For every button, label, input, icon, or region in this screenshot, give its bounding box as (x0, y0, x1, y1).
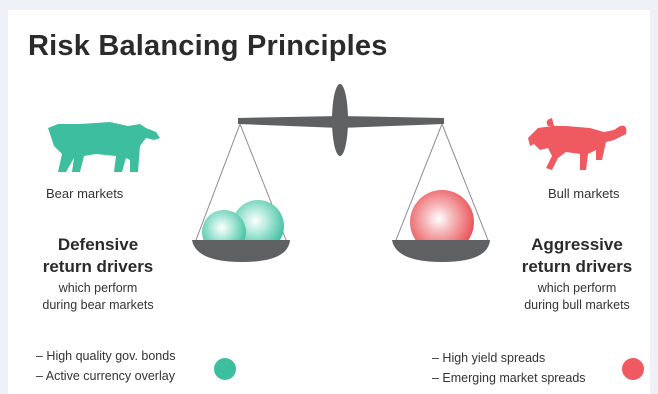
bear-markets-label: Bear markets (46, 186, 124, 201)
defensive-sub-line2: during bear markets (42, 298, 154, 312)
aggressive-color-dot (622, 358, 644, 380)
scale-beam (238, 84, 444, 156)
aggressive-ball (410, 190, 474, 254)
aggressive-bullet-list: – High yield spreads – Emerging market s… (432, 348, 586, 388)
defensive-heading-line2: return drivers (42, 257, 154, 276)
aggressive-heading-line1: Aggressive (531, 235, 623, 254)
aggressive-sub-line2: during bull markets (524, 298, 630, 312)
list-item: – High yield spreads (432, 351, 546, 365)
left-scale-pan (192, 240, 290, 262)
list-item: – Active currency overlay (36, 369, 175, 383)
bull-icon (528, 118, 627, 170)
bear-icon (48, 122, 160, 172)
defensive-bullet-list: – High quality gov. bonds – Active curre… (36, 346, 175, 386)
right-scale-pan (392, 240, 490, 262)
list-item: – High quality gov. bonds (36, 349, 176, 363)
bull-markets-label: Bull markets (548, 186, 620, 201)
aggressive-heading: Aggressive return drivers (496, 234, 658, 278)
aggressive-heading-line2: return drivers (521, 257, 633, 276)
aggressive-sub-line1: which perform (537, 281, 617, 295)
defensive-subtext: which perform during bear markets (14, 280, 182, 314)
page-title: Risk Balancing Principles (28, 30, 388, 62)
list-item: – Emerging market spreads (432, 371, 586, 385)
defensive-ball-large (232, 200, 284, 252)
defensive-heading: Defensive return drivers (14, 234, 182, 278)
aggressive-subtext: which perform during bull markets (496, 280, 658, 314)
defensive-color-dot (214, 358, 236, 380)
content-card (8, 10, 650, 394)
defensive-heading-line1: Defensive (57, 235, 139, 254)
defensive-sub-line1: which perform (58, 281, 138, 295)
